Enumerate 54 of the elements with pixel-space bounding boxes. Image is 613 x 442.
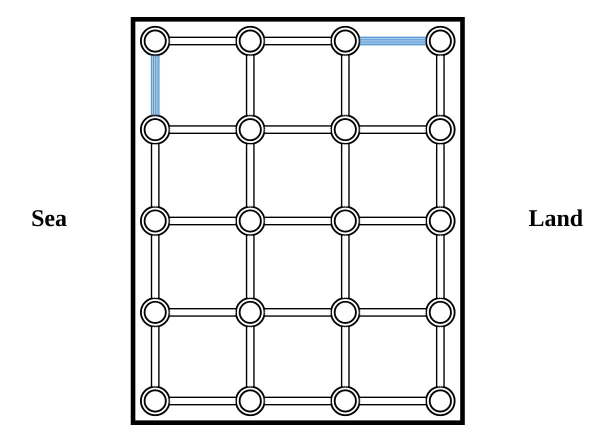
node-circle: [234, 297, 265, 328]
connector: [340, 56, 350, 116]
connector: [435, 326, 444, 387]
node-circle: [234, 26, 265, 56]
connector: [169, 308, 236, 317]
connector: [359, 308, 426, 317]
connector: [245, 56, 254, 116]
connector: [340, 236, 350, 298]
connector: [359, 125, 426, 134]
connector: [169, 216, 236, 226]
connector: [264, 36, 330, 46]
connector: [264, 396, 330, 406]
node-circle: [330, 114, 360, 145]
node-circle: [234, 114, 265, 145]
node-circle: [424, 297, 456, 328]
node-circle: [139, 297, 170, 328]
label: Sea: [30, 206, 67, 232]
cluster: [130, 17, 464, 425]
node-circle: [139, 386, 170, 416]
node-circle: [330, 297, 360, 328]
node-circle: [234, 206, 265, 236]
connector: [359, 36, 426, 46]
connector: [169, 125, 236, 134]
node-circle: [330, 386, 360, 416]
node-circle: [139, 206, 170, 236]
connector: [435, 144, 444, 207]
node-circle: [330, 26, 360, 56]
connector: [340, 144, 350, 207]
connector: [150, 326, 160, 387]
node-circle: [234, 386, 265, 416]
node-circle: [330, 206, 360, 236]
connector: [245, 144, 254, 207]
connector: [359, 396, 426, 406]
connector: [169, 36, 236, 46]
connector: [435, 56, 444, 116]
node-circle: [424, 26, 456, 56]
connector: [264, 216, 330, 226]
node-circle: [424, 114, 456, 145]
connector: [245, 326, 254, 387]
connector: [359, 216, 426, 226]
connector: [245, 236, 254, 298]
connector: [150, 144, 160, 207]
connector: [435, 236, 444, 298]
node-circle: [139, 26, 170, 56]
connector: [150, 56, 160, 116]
connector: [264, 125, 330, 134]
node-circle: [424, 386, 456, 416]
connector: [169, 396, 236, 406]
node-circle: [139, 114, 170, 145]
connector: [150, 236, 160, 298]
connector: [340, 326, 350, 387]
connector: [264, 308, 330, 317]
node-circle: [424, 206, 456, 236]
label: Land: [528, 206, 583, 232]
